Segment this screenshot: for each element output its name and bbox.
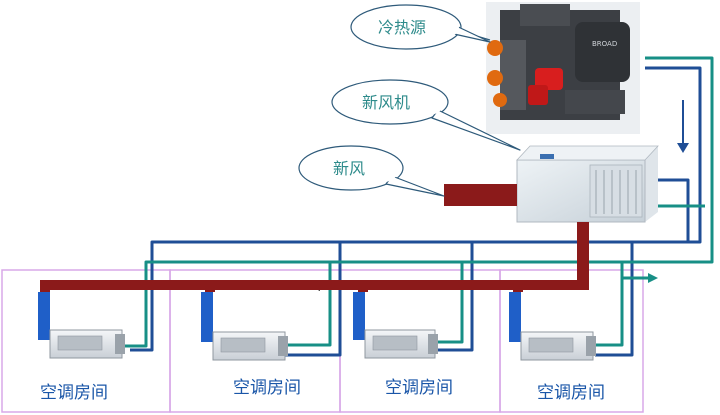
- fan-coil-unit-4: [509, 292, 596, 361]
- callout-fresh-air-unit: 新风机: [331, 79, 521, 151]
- supply-drop-room-1: [130, 275, 154, 352]
- supply-pipes: [130, 66, 702, 357]
- arrow-down-icon: [677, 143, 689, 153]
- return-drop-room-3: [432, 262, 464, 344]
- callout-fresh-air-label: 新风: [333, 159, 365, 178]
- callout-fresh-air-unit-label: 新风机: [362, 93, 410, 112]
- unit-side-panel: [38, 292, 50, 340]
- fresh-air-branch-4: [513, 280, 523, 292]
- callout-fresh-air: 新风: [298, 145, 445, 197]
- fresh-air-branch-3: [358, 280, 368, 292]
- supply-main-line: [150, 66, 702, 275]
- fresh-air-main-duct: [40, 280, 589, 290]
- fan-coil-unit-1: [38, 292, 125, 359]
- room-label-3: 空调房间: [385, 378, 453, 398]
- fresh-air-branch-1: [40, 280, 50, 292]
- room-label-4: 空调房间: [537, 383, 605, 403]
- fresh-air-branch-2: [205, 280, 215, 292]
- callout-heat-source: 冷热源: [350, 4, 491, 50]
- supply-drop-room-2: [285, 242, 342, 357]
- room-label-1: 空调房间: [40, 383, 108, 403]
- return-main-line: [144, 56, 714, 275]
- supply-to-fresh-air-unit: [658, 178, 690, 242]
- room-label-2: 空调房间: [233, 378, 301, 398]
- room-frames: [1, 269, 644, 413]
- unit-side-panel: [201, 292, 213, 342]
- return-drop-room-2: [285, 262, 332, 347]
- fan-coil-unit-3: [353, 292, 438, 359]
- unit-side-panel: [353, 292, 365, 340]
- brand-label: BROAD: [592, 40, 617, 48]
- fresh-air-riser: [577, 222, 589, 286]
- room-frame-4: [499, 269, 644, 413]
- return-drop-room-4: [595, 262, 624, 347]
- arrow-right-icon: [648, 273, 658, 283]
- chiller-heater-unit: BROAD: [486, 2, 640, 134]
- fresh-air-ducts: [40, 184, 589, 292]
- fan-coil-unit-2: [201, 292, 288, 361]
- supply-drop-room-3: [432, 242, 474, 352]
- fresh-air-unit: [516, 145, 659, 223]
- unit-side-panel: [509, 292, 521, 342]
- callout-heat-source-label: 冷热源: [378, 18, 426, 37]
- return-drop-room-1: [125, 275, 148, 348]
- fresh-air-intake-duct: [444, 184, 517, 206]
- supply-drop-room-4: [595, 242, 634, 357]
